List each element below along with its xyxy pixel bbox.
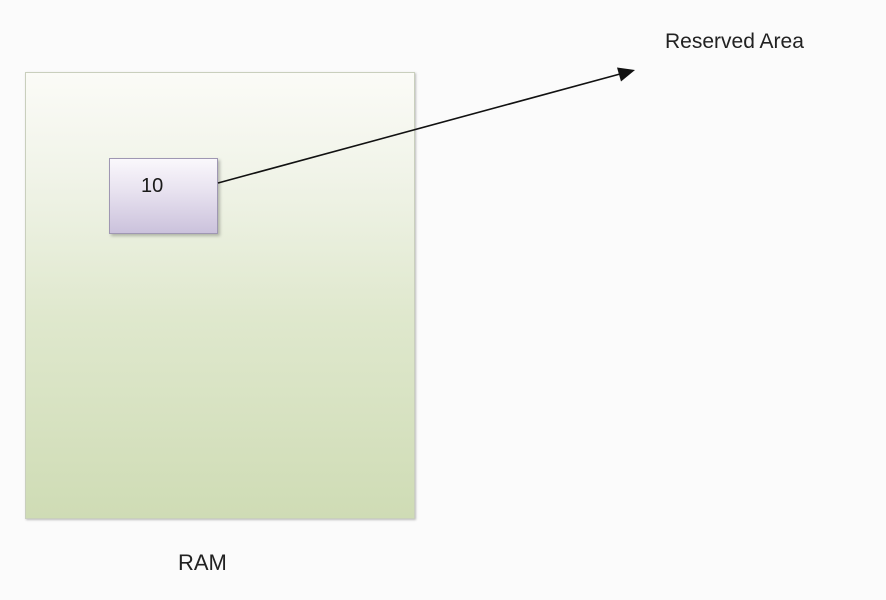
reserved-area-label: Reserved Area	[665, 30, 804, 53]
value-text: 10	[141, 175, 164, 197]
value-cell: 10	[109, 158, 218, 234]
ram-label: RAM	[178, 550, 227, 575]
arrow-head	[617, 67, 635, 82]
ram-block	[25, 72, 415, 519]
